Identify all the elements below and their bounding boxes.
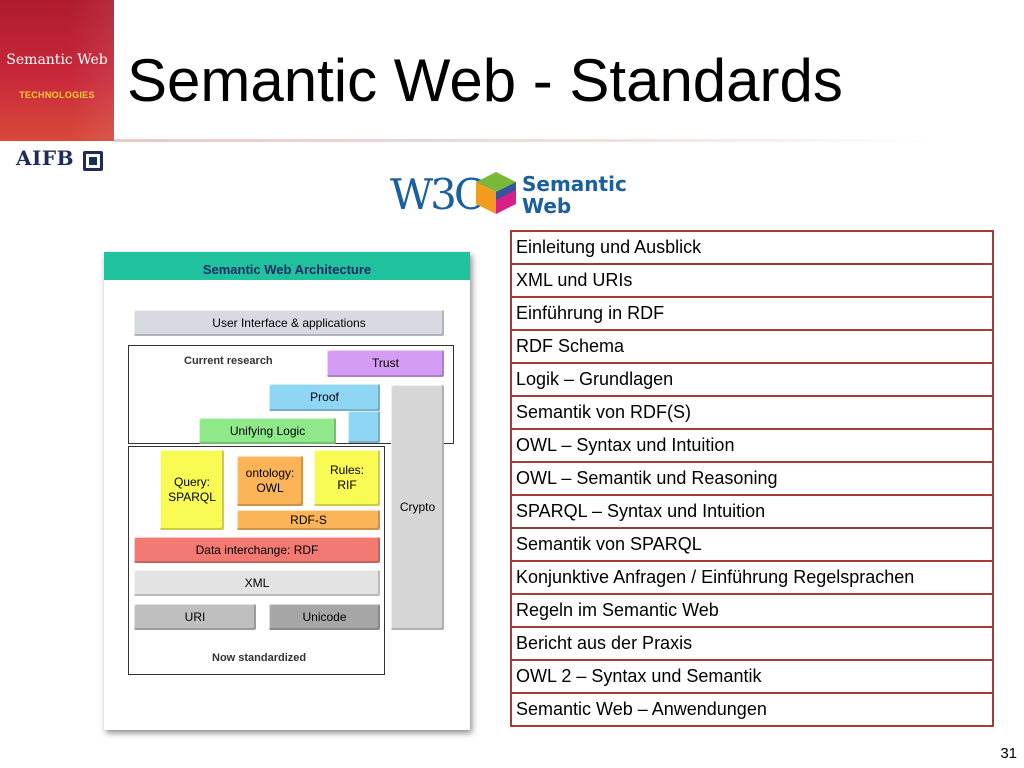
block-xml: XML (134, 570, 380, 596)
topic-cell: RDF Schema (510, 329, 994, 364)
table-row: OWL 2 – Syntax und Semantik (510, 659, 994, 694)
lecture-topics-table: Einleitung und Ausblick XML und URIs Ein… (510, 230, 994, 727)
table-row: XML und URIs (510, 263, 994, 298)
topic-cell: Einführung in RDF (510, 296, 994, 331)
table-row: Einleitung und Ausblick (510, 230, 994, 265)
topic-cell: XML und URIs (510, 263, 994, 298)
table-row: OWL – Syntax und Intuition (510, 428, 994, 463)
header-divider (114, 139, 934, 142)
brand-logo-box: Semantic Web TECHNOLOGIES (0, 0, 114, 141)
table-row: Konjunktive Anfragen / Einführung Regels… (510, 560, 994, 595)
table-row: Bericht aus der Praxis (510, 626, 994, 661)
block-proof-extension (348, 411, 380, 443)
block-crypto: Crypto (391, 385, 444, 630)
block-unicode: Unicode (269, 604, 380, 630)
table-row: Semantik von RDF(S) (510, 395, 994, 430)
table-row: Einführung in RDF (510, 296, 994, 331)
table-row: Semantic Web – Anwendungen (510, 692, 994, 727)
table-row: Logik – Grundlagen (510, 362, 994, 397)
topic-cell: Semantic Web – Anwendungen (510, 692, 994, 727)
topic-cell: Semantik von SPARQL (510, 527, 994, 562)
now-standardized-label: Now standardized (212, 652, 307, 664)
topic-cell: Einleitung und Ausblick (510, 230, 994, 265)
brand-title: Semantic Web (6, 52, 108, 68)
block-trust: Trust (327, 350, 444, 377)
institute-logo-icon (83, 151, 103, 171)
w3c-logo-text: W3C (390, 170, 486, 219)
topic-cell: SPARQL – Syntax und Intuition (510, 494, 994, 529)
block-query-sparql: Query: SPARQL (160, 450, 224, 530)
semantic-web-logo-line2: Web (522, 194, 572, 218)
topic-cell: Konjunktive Anfragen / Einführung Regels… (510, 560, 994, 595)
w3c-semantic-web-logo: W3C Semantic Web (390, 166, 640, 219)
diagram-header: Semantic Web Architecture (104, 252, 470, 280)
block-data-interchange-rdf: Data interchange: RDF (134, 537, 380, 563)
semantic-web-logo-line1: Semantic (522, 172, 627, 196)
block-unifying-logic: Unifying Logic (199, 418, 336, 444)
slide-title: Semantic Web - Standards (127, 47, 843, 114)
topic-cell: Bericht aus der Praxis (510, 626, 994, 661)
topic-cell: Regeln im Semantic Web (510, 593, 994, 628)
now-standardized-box (128, 446, 385, 675)
semantic-web-architecture-diagram: Semantic Web Architecture User Interface… (104, 252, 470, 730)
institute-logo-text: AIFB (16, 146, 74, 170)
block-rdf-schema: RDF-S (237, 510, 380, 530)
block-user-interface: User Interface & applications (134, 310, 444, 336)
block-uri: URI (134, 604, 256, 630)
topic-cell: OWL – Semantik und Reasoning (510, 461, 994, 496)
block-ontology-owl: ontology: OWL (237, 456, 303, 506)
topic-cell: OWL – Syntax und Intuition (510, 428, 994, 463)
semantic-web-cube-icon (476, 172, 516, 214)
table-row: OWL – Semantik und Reasoning (510, 461, 994, 496)
table-row: SPARQL – Syntax und Intuition (510, 494, 994, 529)
current-research-label: Current research (184, 355, 273, 367)
table-row: Regeln im Semantic Web (510, 593, 994, 628)
topic-cell: OWL 2 – Syntax und Semantik (510, 659, 994, 694)
block-proof: Proof (269, 384, 380, 411)
brand-subtitle: TECHNOLOGIES (19, 90, 95, 100)
topic-cell: Semantik von RDF(S) (510, 395, 994, 430)
page-number: 31 (1000, 745, 1017, 762)
block-rules-rif: Rules: RIF (314, 450, 380, 506)
table-row: RDF Schema (510, 329, 994, 364)
topic-cell: Logik – Grundlagen (510, 362, 994, 397)
table-row: Semantik von SPARQL (510, 527, 994, 562)
